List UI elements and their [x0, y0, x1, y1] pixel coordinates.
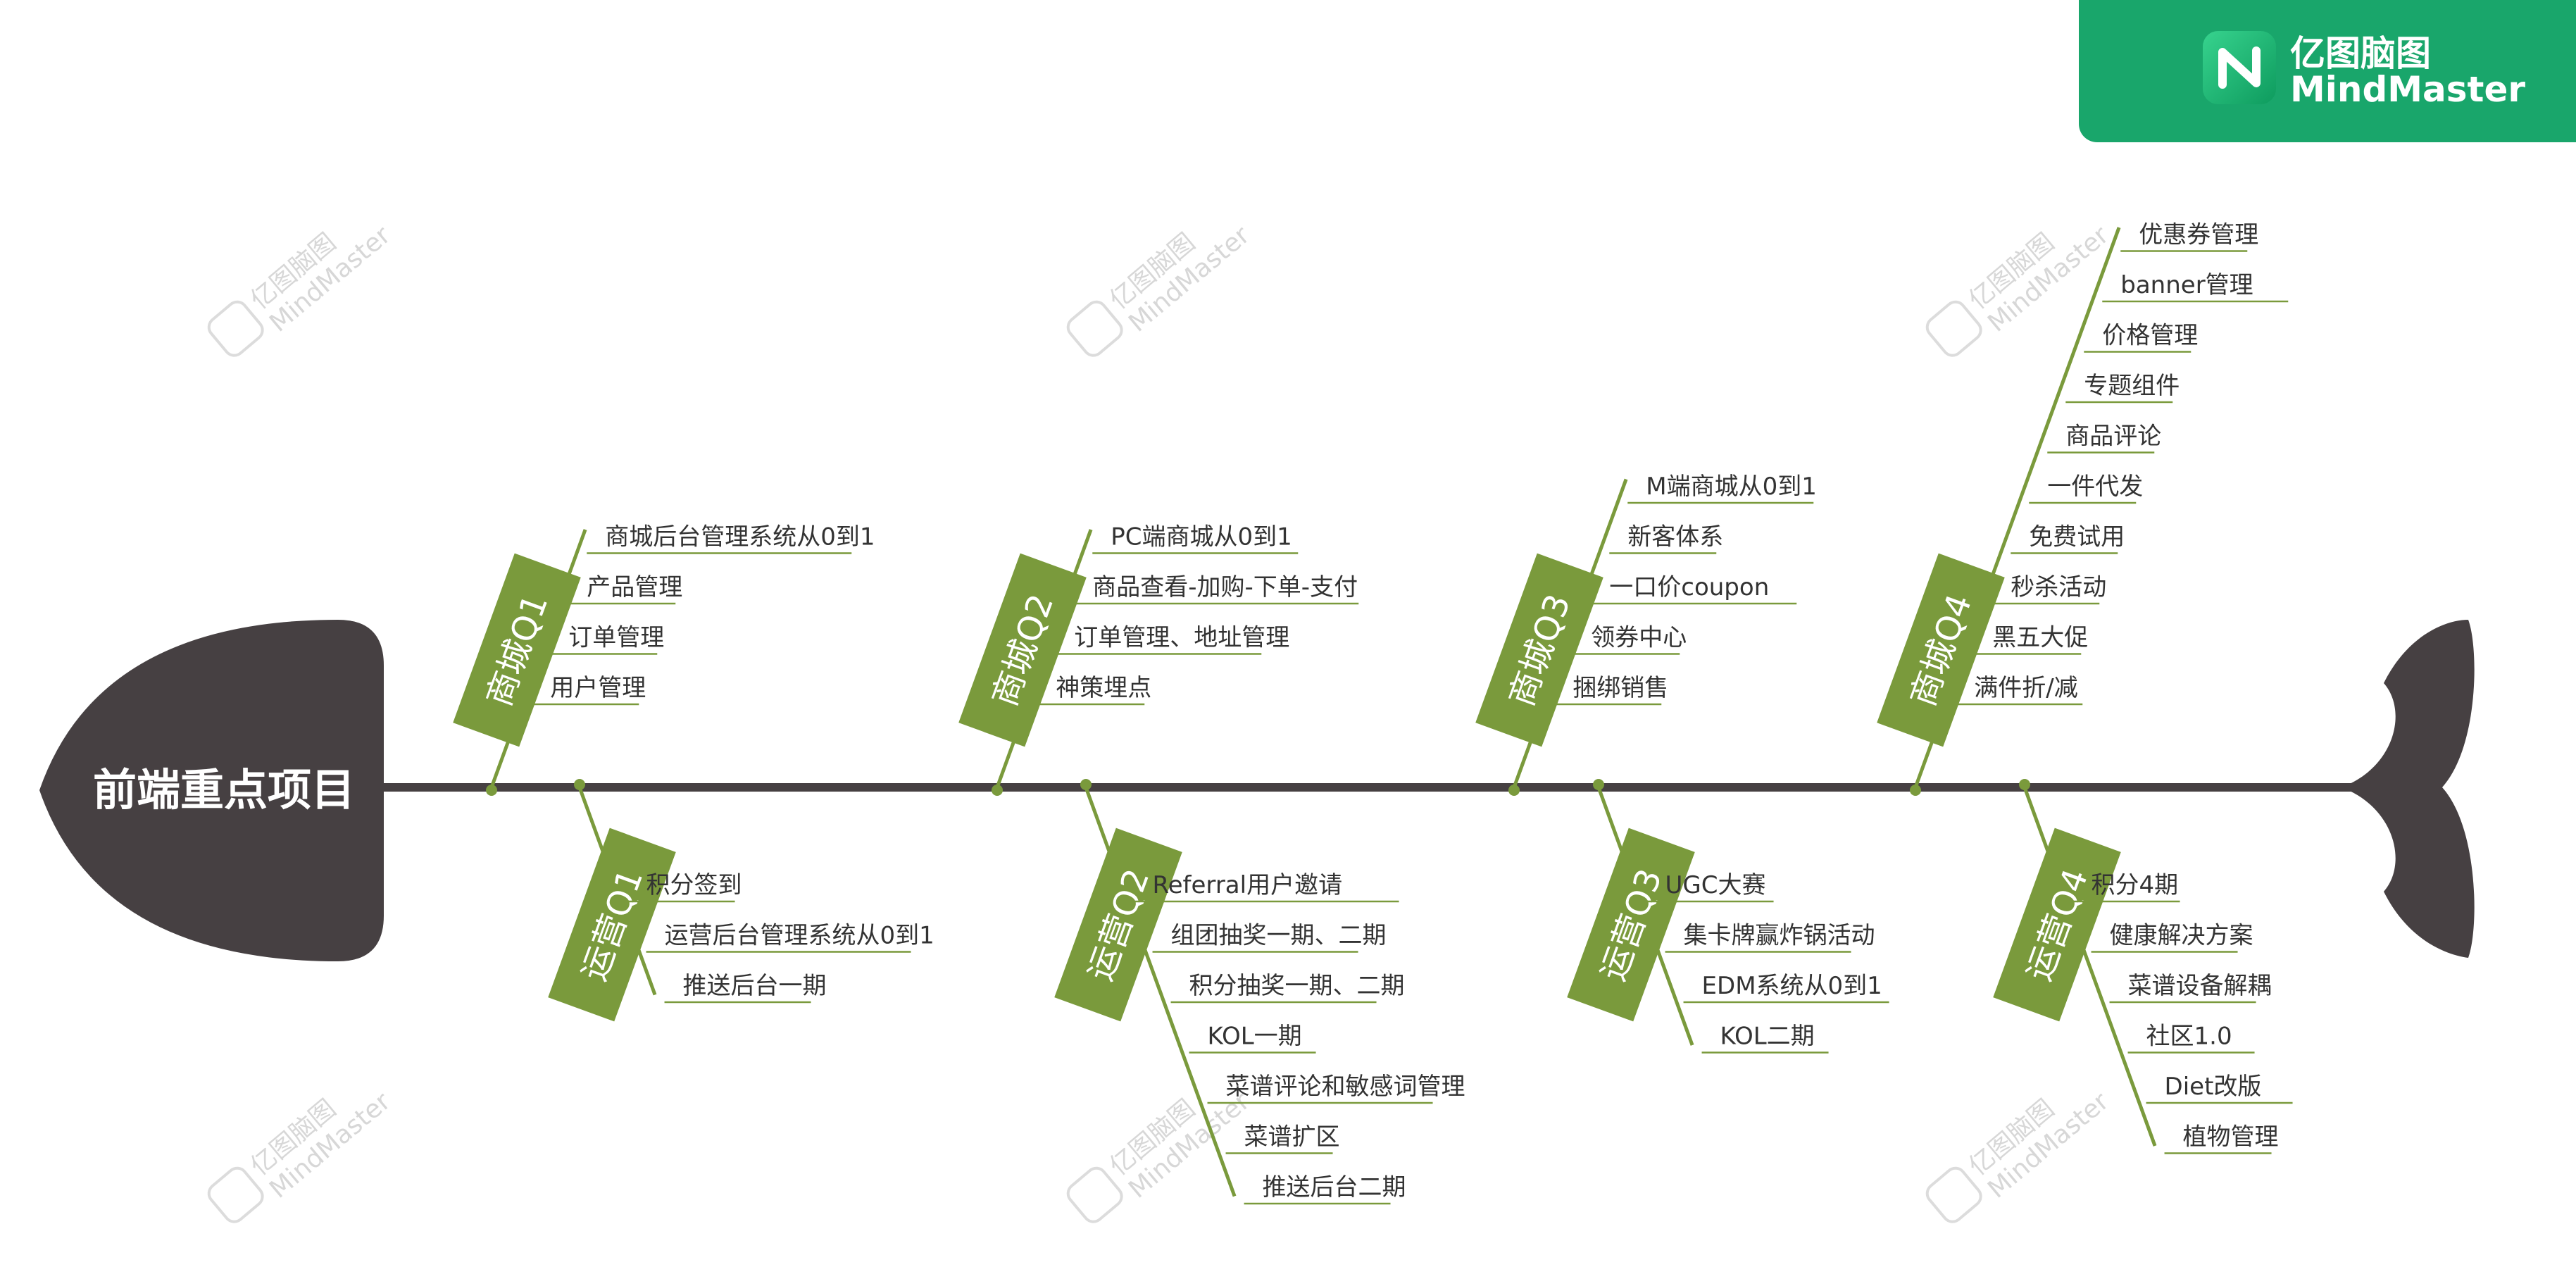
branch-label-box: 商城Q3 — [1475, 553, 1603, 747]
mindmaster-logo-icon — [2203, 31, 2276, 104]
branch-label-bg — [1475, 553, 1603, 747]
branch-label-box: 运营Q2 — [1054, 828, 1182, 1022]
item-label: 专题组件 — [2084, 372, 2180, 400]
item-label: 用户管理 — [550, 674, 646, 702]
branch-joint — [486, 785, 497, 796]
item-label: Diet改版 — [2165, 1073, 2262, 1101]
branch-label-bg — [958, 553, 1087, 747]
item-label: 订单管理 — [568, 624, 664, 652]
branch-line — [2022, 787, 2157, 1147]
item-label: 商品查看-加购-下单-支付 — [1092, 573, 1358, 601]
branch-label-box: 商城Q4 — [1877, 553, 2005, 747]
spine — [380, 783, 2366, 792]
watermark-logo-icon — [1066, 300, 1123, 357]
branch-label-bg — [548, 828, 676, 1022]
brand-badge: 亿图脑图 MindMaster — [2079, 0, 2576, 142]
branch-label-box: 商城Q1 — [453, 553, 581, 747]
item-label: PC端商城从0到1 — [1111, 523, 1292, 551]
item-label: 推送后台二期 — [1263, 1173, 1406, 1201]
item-label: M端商城从0到1 — [1646, 473, 1817, 501]
item-label: 优惠券管理 — [2139, 221, 2258, 249]
branch-joint — [992, 785, 1003, 796]
item-label: 一口价coupon — [1609, 573, 1769, 601]
branch-joint — [574, 779, 585, 790]
item-label: 订单管理、地址管理 — [1074, 624, 1289, 652]
item-label: 商城后台管理系统从0到1 — [605, 523, 875, 551]
branch-label-box: 运营Q3 — [1567, 828, 1695, 1022]
branch-label-box: 运营Q4 — [1993, 828, 2121, 1022]
item-label: 满件折/减 — [1974, 674, 2077, 702]
item-label: 一件代发 — [2047, 473, 2143, 501]
brand-name-en: MindMaster — [2290, 69, 2526, 110]
item-label: 积分抽奖一期、二期 — [1189, 972, 1405, 1000]
branch-label-bg — [1877, 553, 2005, 747]
item-label: 菜谱扩区 — [1244, 1123, 1340, 1151]
item-label: 新客体系 — [1627, 523, 1723, 551]
item-label: 价格管理 — [2102, 322, 2198, 350]
item-label: 黑五大促 — [1992, 624, 2088, 652]
item-label: 菜谱评论和敏感词管理 — [1226, 1073, 1465, 1101]
fish-head — [39, 620, 384, 961]
item-label: 商品评论 — [2065, 423, 2161, 451]
branch-top-7: 商城Q4 优惠券管理 banner管理价格管理专题组件商品评论一件代发免费试用秒杀活… — [1877, 221, 2289, 796]
item-label: 集卡牌赢炸锅活动 — [1684, 922, 1875, 950]
watermark-logo-icon — [1925, 300, 1982, 357]
brand-name-cn: 亿图脑图 — [2290, 33, 2431, 74]
item-label: UGC大赛 — [1665, 871, 1766, 899]
head-label: 前端重点项目 — [93, 764, 355, 816]
branch-joint — [1910, 785, 1921, 796]
item-label: 植物管理 — [2183, 1123, 2279, 1151]
item-label: 推送后台一期 — [683, 972, 827, 1000]
item-label: 组团抽奖一期、二期 — [1171, 922, 1387, 950]
item-label: 捆绑销售 — [1573, 674, 1668, 702]
watermark-logo-icon — [1066, 1166, 1123, 1223]
fish-tail — [2341, 620, 2475, 958]
item-label: 产品管理 — [587, 573, 682, 601]
item-label: 免费试用 — [2029, 523, 2125, 551]
branch-joint — [2019, 779, 2030, 790]
watermark-logo-icon — [1925, 1166, 1982, 1223]
branch-joint — [1080, 779, 1092, 790]
branch-label-box: 商城Q2 — [958, 553, 1087, 747]
item-label: 积分4期 — [2092, 871, 2179, 899]
branch-label-bg — [1993, 828, 2121, 1022]
item-label: KOL一期 — [1208, 1023, 1302, 1051]
branch-label-bg — [453, 553, 581, 747]
item-label: EDM系统从0到1 — [1702, 972, 1882, 1000]
item-label: KOL二期 — [1720, 1023, 1815, 1051]
branch-label-bg — [1567, 828, 1695, 1022]
item-label: banner管理 — [2120, 271, 2253, 299]
item-label: 菜谱设备解耦 — [2128, 972, 2272, 1000]
item-label: 神策埋点 — [1056, 674, 1151, 702]
item-label: Referral用户邀请 — [1153, 871, 1343, 899]
item-label: 领券中心 — [1591, 624, 1687, 652]
branch-joint — [1508, 785, 1520, 796]
item-label: 健康解决方案 — [2110, 922, 2253, 950]
watermark-logo-icon — [207, 300, 264, 357]
watermark-logo-icon — [207, 1166, 264, 1223]
branch-joint — [1593, 779, 1604, 790]
item-label: 运营后台管理系统从0到1 — [665, 922, 934, 950]
item-label: 积分签到 — [646, 871, 742, 899]
item-label: 秒杀活动 — [2011, 573, 2106, 601]
item-label: 社区1.0 — [2146, 1023, 2232, 1051]
branch-label-box: 运营Q1 — [548, 828, 676, 1022]
branch-label-bg — [1054, 828, 1182, 1022]
